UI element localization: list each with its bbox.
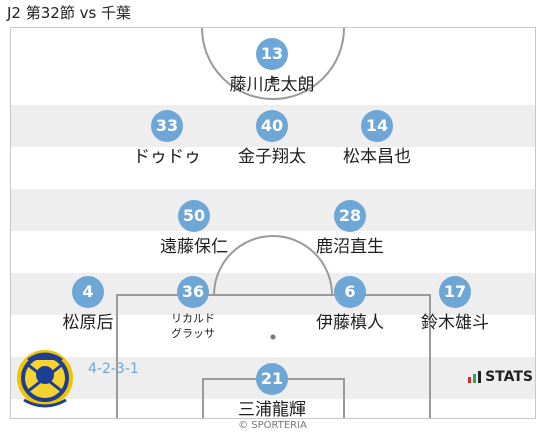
formation-label: 4-2-3-1 [88,361,139,377]
player-number: 50 [178,200,210,232]
player-number: 36 [177,276,209,308]
player-name: 伊藤槙人 [316,313,384,333]
player-name: 松本昌也 [343,147,411,167]
player-card[interactable]: 13 藤川虎太朗 [207,38,337,95]
player-card[interactable]: 36 リカルドグラッサ [128,276,258,341]
player-name: ドゥドゥ [133,147,201,167]
player-name: 鈴木雄斗 [421,313,489,333]
club-crest-icon [17,350,73,408]
player-card[interactable]: 33 ドゥドゥ [102,110,232,167]
player-card[interactable]: 6 伊藤槙人 [285,276,415,333]
player-card[interactable]: 4 松原后 [23,276,153,333]
pitch-stripe [11,189,535,231]
player-number: 28 [334,200,366,232]
player-number: 6 [334,276,366,308]
stats-logo-text: STATS [485,369,533,385]
stats-logo: STATS [468,369,533,385]
player-number: 17 [439,276,471,308]
match-title: J2 第32節 vs 千葉 [7,4,132,22]
player-card[interactable]: 14 松本昌也 [312,110,442,167]
player-card[interactable]: 40 金子翔太 [207,110,337,167]
player-number: 4 [72,276,104,308]
player-number: 33 [151,110,183,142]
player-name: 三浦龍輝 [238,400,306,420]
player-name-line: グラッサ [171,327,215,340]
player-number: 40 [256,110,288,142]
player-card[interactable]: 50 遠藤保仁 [129,200,259,257]
copyright-text: © SPORTERIA [238,420,307,431]
player-name-line: リカルド [171,312,215,325]
player-number: 21 [256,363,288,395]
player-number: 14 [361,110,393,142]
player-card[interactable]: 21 三浦龍輝 [207,363,337,420]
stats-bars-icon [468,371,482,383]
player-card[interactable]: 17 鈴木雄斗 [390,276,520,333]
player-name: 遠藤保仁 [160,237,228,257]
player-name: 鹿沼直生 [316,237,384,257]
player-name: 藤川虎太朗 [229,75,315,95]
player-name: 松原后 [62,313,114,333]
player-number: 13 [256,38,288,70]
player-name: 金子翔太 [238,147,306,167]
player-card[interactable]: 28 鹿沼直生 [285,200,415,257]
player-name: リカルドグラッサ [128,311,258,341]
